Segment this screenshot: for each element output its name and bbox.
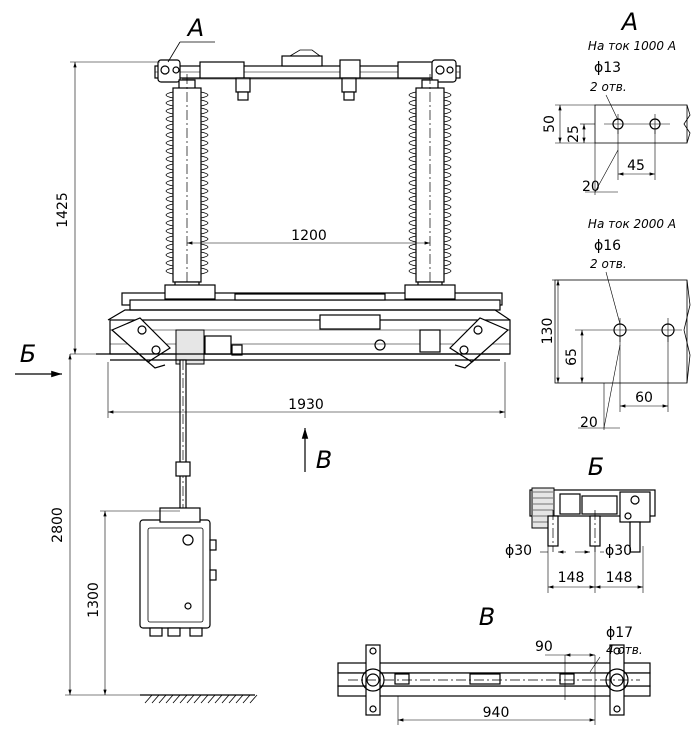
dim-1200: 1200	[291, 228, 327, 244]
a1000-height: 50	[542, 115, 558, 133]
main-view: 1425 1200 1930 2800 1300 А	[15, 14, 511, 704]
top-contact-assembly	[154, 49, 461, 101]
detail-a-1000: А На ток 1000 А ϕ13 2 отв. 50 25 45 20	[542, 8, 691, 195]
b-shaft-right: ϕ30	[605, 543, 632, 559]
left-insulator	[165, 74, 209, 302]
ground-line	[140, 694, 258, 704]
a1000-pitch: 45	[627, 158, 645, 174]
drive-shaft	[175, 359, 191, 511]
a1000-edge: 20	[582, 179, 600, 195]
view-a-title: А	[620, 8, 638, 36]
a2000-hole-count: 2 отв.	[590, 257, 627, 271]
a2000-height: 130	[540, 318, 556, 345]
dimension-insulator-spacing: 1200	[187, 228, 430, 245]
detail-b: Б 148 148 ϕ30 ϕ30	[505, 453, 656, 593]
view-v-title: В	[479, 603, 495, 631]
dim-1930: 1930	[288, 397, 324, 413]
detail-a-2000: На ток 2000 А ϕ16 2 отв. 130 65 60 20	[540, 217, 691, 431]
b-shaft-left: ϕ30	[505, 543, 532, 559]
a2000-hole-dia: ϕ16	[594, 238, 621, 254]
right-insulator	[408, 74, 452, 302]
arrow-a-label: А	[186, 14, 204, 42]
detail-a2000-title: На ток 2000 А	[588, 217, 676, 231]
b-offset-left: 148	[558, 570, 585, 586]
view-arrow-a: А	[167, 14, 215, 63]
v-hole-count: 4 отв.	[606, 643, 643, 657]
v-spacing: 940	[483, 705, 510, 721]
dimension-drive-height: 1300	[86, 510, 180, 695]
a2000-edge: 20	[580, 415, 598, 431]
b-offset-right: 148	[606, 570, 633, 586]
arrow-v-label: В	[316, 446, 332, 474]
base-frame	[96, 284, 511, 369]
a1000-hole-dia: ϕ13	[594, 60, 621, 76]
dimension-height-upper: 1425	[55, 61, 160, 355]
a2000-pitch: 60	[635, 390, 653, 406]
arrow-b-label: Б	[20, 340, 36, 368]
view-b-title: Б	[588, 453, 604, 481]
dim-1300: 1300	[86, 582, 102, 618]
v-hole-dia: ϕ17	[606, 625, 633, 641]
dim-1425: 1425	[55, 192, 71, 228]
a1000-hole-count: 2 отв.	[590, 80, 627, 94]
detail-v: В 90 ϕ17 4 отв. 940	[337, 603, 651, 725]
a2000-center-height: 65	[564, 348, 580, 366]
dim-2800: 2800	[50, 507, 66, 543]
v-slot-width: 90	[535, 639, 553, 655]
dimension-frame-length: 1930	[107, 362, 506, 418]
detail-a1000-title: На ток 1000 А	[588, 39, 676, 53]
dimension-height-total: 2800	[50, 354, 140, 696]
view-arrow-b: Б	[15, 340, 62, 378]
drive-cabinet	[139, 507, 217, 637]
view-arrow-v: В	[301, 428, 332, 474]
a1000-center-height: 25	[566, 125, 582, 143]
